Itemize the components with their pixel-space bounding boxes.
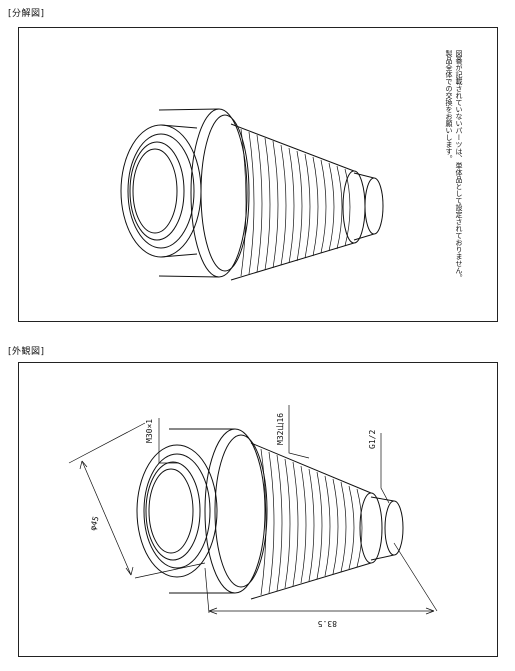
label-m32: M32山16 bbox=[275, 413, 285, 445]
note-line-2: 製品全体での交換をお願いします。 bbox=[445, 50, 453, 162]
external-view-title: [外観図] bbox=[8, 347, 45, 357]
label-g12: G1/2 bbox=[368, 430, 377, 449]
note-line-1: 図番が記載されていないパーツは、単体品として設定されておりません。 bbox=[455, 50, 463, 281]
exploded-view-frame: 図番が記載されていないパーツは、単体品として設定されておりません。 製品全体での… bbox=[18, 27, 498, 322]
label-diameter: φ45 bbox=[88, 515, 100, 531]
label-m30: M30×1 bbox=[145, 419, 154, 443]
exploded-fitting-drawing bbox=[120, 108, 384, 281]
exploded-note: 図番が記載されていないパーツは、単体品として設定されておりません。 製品全体での… bbox=[444, 50, 464, 310]
external-view-frame: M30×1 M32山16 G1/2 φ45 83.5 bbox=[18, 362, 498, 657]
label-length: 83.5 bbox=[318, 619, 337, 628]
external-fitting-drawing: M30×1 M32山16 G1/2 φ45 83.5 bbox=[68, 405, 438, 628]
exploded-view-title: [分解図] bbox=[8, 9, 45, 19]
